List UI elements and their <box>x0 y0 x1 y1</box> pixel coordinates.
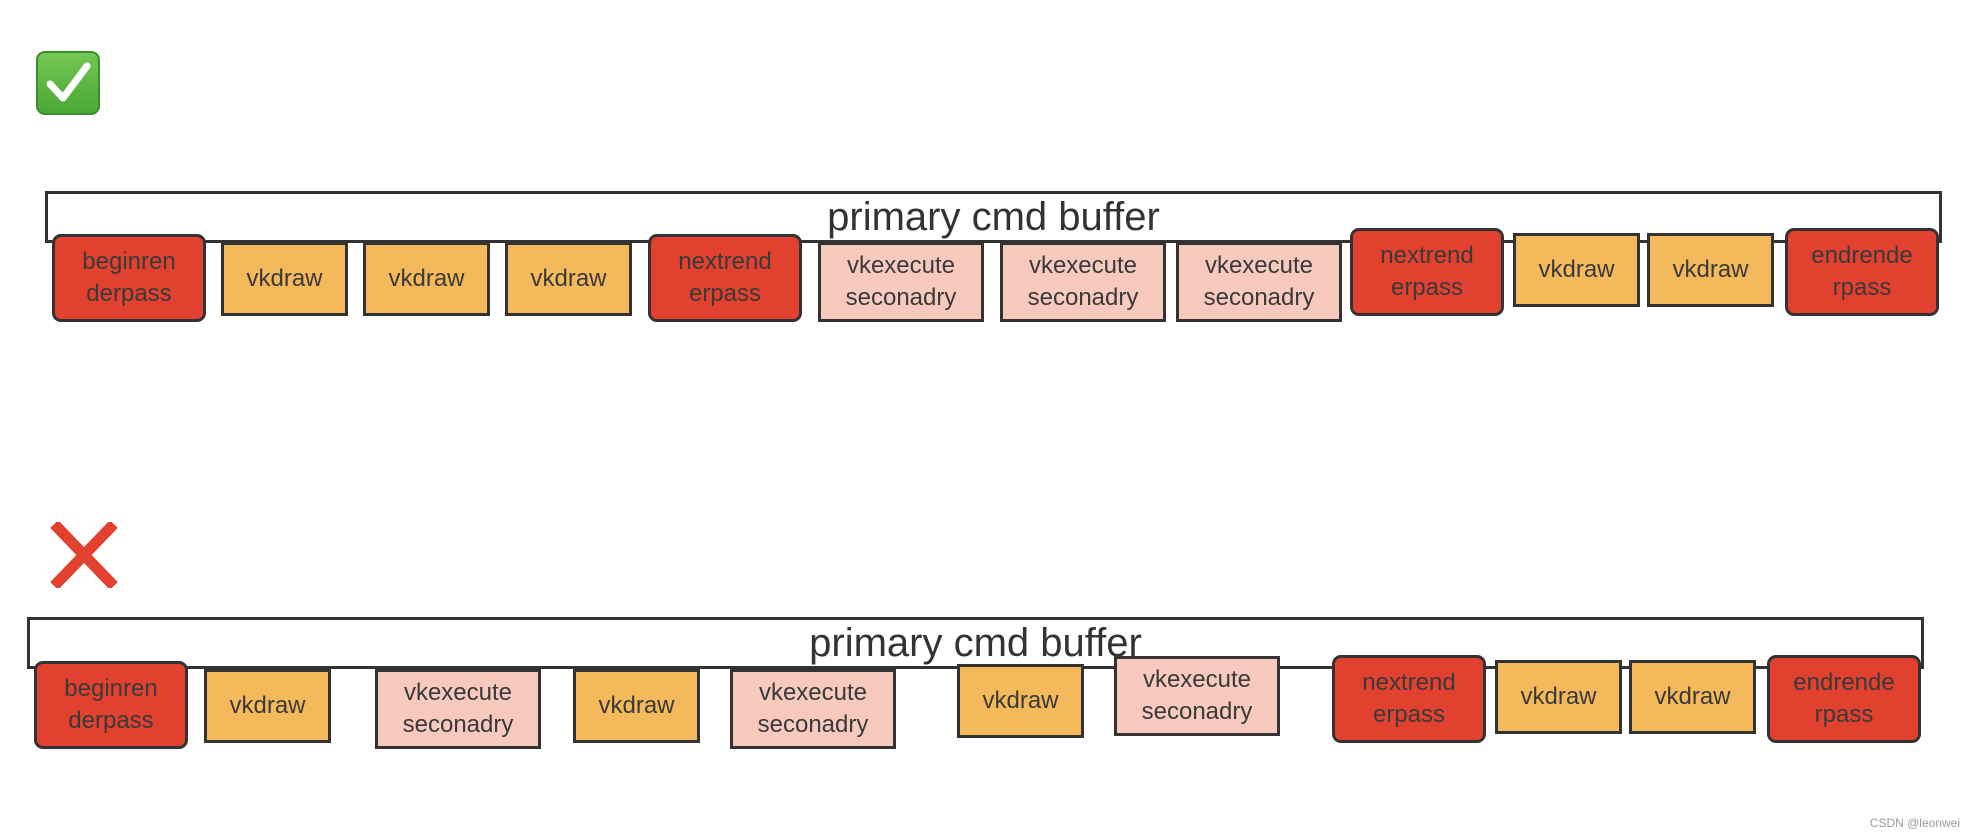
incorrect-block-beginrenderpass: beginren derpass <box>34 661 188 749</box>
incorrect-block-vkdraw: vkdraw <box>204 669 331 743</box>
correct-block-nextrenderpass: nextrend erpass <box>1350 228 1504 316</box>
incorrect-block-nextrenderpass: nextrend erpass <box>1332 655 1486 743</box>
incorrect-block-vkdraw: vkdraw <box>573 669 700 743</box>
correct-block-vkdraw: vkdraw <box>1513 233 1640 307</box>
incorrect-block-vkdraw: vkdraw <box>957 664 1084 738</box>
correct-block-beginrenderpass: beginren derpass <box>52 234 206 322</box>
correct-block-vkdraw: vkdraw <box>1647 233 1774 307</box>
correct-block-vkexecuteseconadry: vkexecute seconadry <box>818 242 984 322</box>
correct-block-vkdraw: vkdraw <box>363 242 490 316</box>
correct-block-vkdraw: vkdraw <box>221 242 348 316</box>
correct-block-nextrenderpass: nextrend erpass <box>648 234 802 322</box>
incorrect-block-vkexecuteseconadry: vkexecute seconadry <box>730 669 896 749</box>
incorrect-block-endrenderpass: endrende rpass <box>1767 655 1921 743</box>
incorrect-block-vkexecuteseconadry: vkexecute seconadry <box>375 669 541 749</box>
incorrect-block-vkdraw: vkdraw <box>1629 660 1756 734</box>
primary-cmd-buffer-bar: primary cmd buffer <box>45 191 1942 243</box>
cross-mark-icon <box>50 522 118 588</box>
incorrect-block-vkexecuteseconadry: vkexecute seconadry <box>1114 656 1280 736</box>
primary-cmd-buffer-label: primary cmd buffer <box>827 195 1160 239</box>
correct-block-vkdraw: vkdraw <box>505 242 632 316</box>
check-mark-icon <box>36 51 100 115</box>
watermark: CSDN @leonwei <box>1869 816 1960 830</box>
incorrect-block-vkdraw: vkdraw <box>1495 660 1622 734</box>
correct-block-endrenderpass: endrende rpass <box>1785 228 1939 316</box>
primary-cmd-buffer-label: primary cmd buffer <box>809 621 1142 665</box>
correct-block-vkexecuteseconadry: vkexecute seconadry <box>1176 242 1342 322</box>
correct-block-vkexecuteseconadry: vkexecute seconadry <box>1000 242 1166 322</box>
